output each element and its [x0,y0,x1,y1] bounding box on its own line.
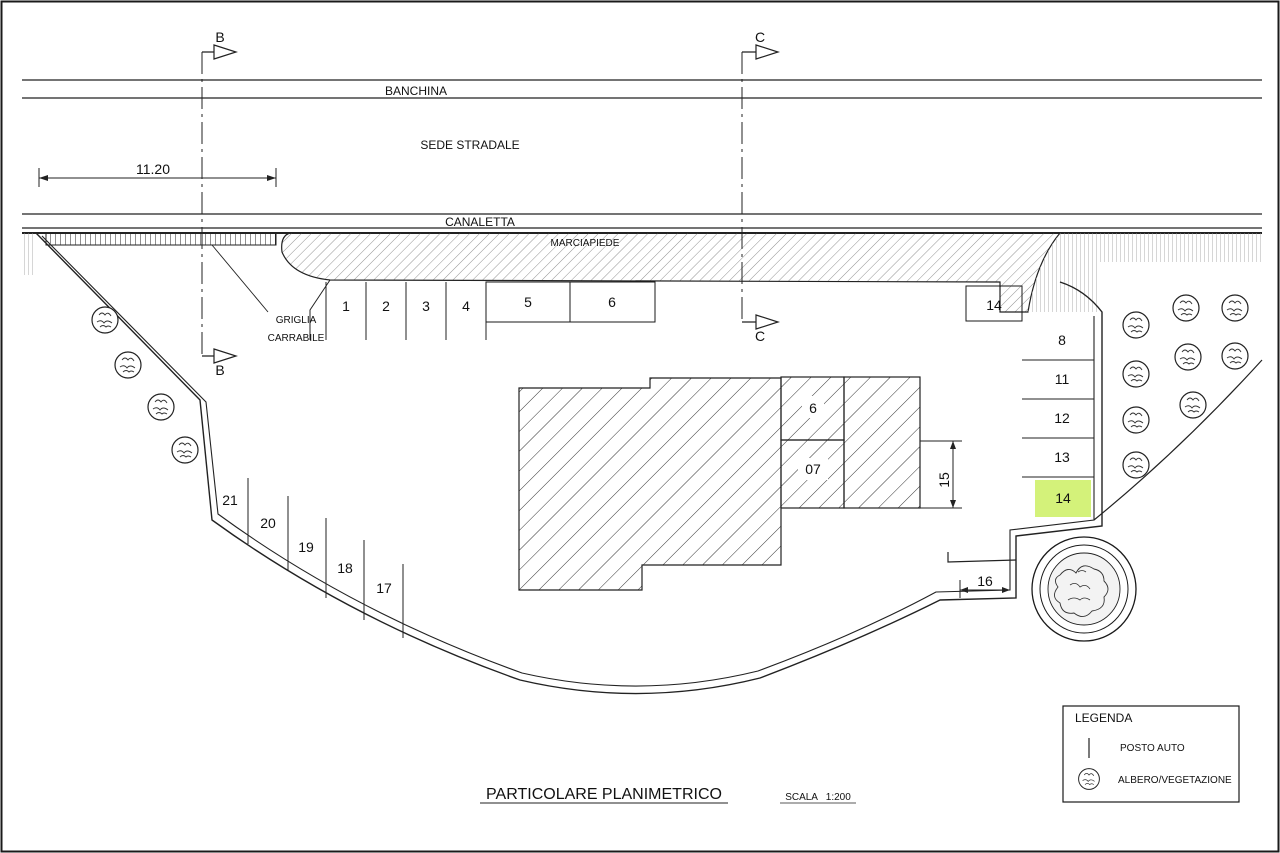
svg-text:16: 16 [977,573,993,589]
griglia-label: GRIGLIA [276,315,317,326]
stall-6: 6 [608,294,616,310]
stall-4: 4 [462,298,470,314]
stall-3: 3 [422,298,430,314]
left-strip [22,233,36,275]
unit-6: 6 [809,400,817,416]
legend: LEGENDA POSTO AUTO ALBERO/VEGETAZIONE [1062,705,1240,803]
marciapiede-label: MARCIAPIEDE [551,238,620,249]
stall-5: 5 [524,294,532,310]
canaletta-label: CANALETTA [445,215,515,229]
stall-19: 19 [298,539,314,555]
legend-tree-label: ALBERO/VEGETAZIONE [1118,775,1232,786]
roundabout-planter [1031,536,1137,642]
section-line-b [201,44,238,364]
drawing-title: PARTICOLARE PLANIMETRICO [486,786,722,803]
building [518,376,921,591]
section-b-top: B [215,29,224,45]
legend-parking-label: POSTO AUTO [1120,743,1185,754]
drive-over-grate [45,232,277,246]
svg-text:11.20: 11.20 [136,161,170,177]
stall-20: 20 [260,515,276,531]
top-parking-row [325,281,1023,340]
stall-14-top: 14 [986,297,1002,313]
stall-8: 8 [1058,332,1066,348]
banchina-label: BANCHINA [385,84,447,98]
sidewalk [281,232,1062,313]
stall-18: 18 [337,560,353,576]
carrabile-label: CARRABILE [268,333,325,344]
trees-left [91,306,199,464]
stall-11: 11 [1055,371,1070,387]
section-c-bottom: C [755,328,765,344]
svg-text:15: 15 [936,472,952,488]
sede-stradale-label: SEDE STRADALE [420,138,519,152]
stall-12: 12 [1054,410,1070,426]
stall-14-right: 14 [1055,490,1071,506]
right-green-boundary [1093,359,1263,521]
section-b-bottom: B [215,362,224,378]
drawing-scale: SCALA 1:200 [785,792,851,803]
trees-right [1122,294,1249,479]
tree-icon [1078,768,1100,790]
right-parking-column [1022,359,1094,517]
section-c-top: C [755,29,765,45]
section-line-c [741,44,780,330]
unit-07: 07 [805,461,821,477]
stall-2: 2 [382,298,390,314]
stall-21: 21 [222,492,238,508]
green-strip [1028,233,1262,312]
dimension-11-20: 11.20 [38,161,277,187]
dimension-16: 16 [959,573,1010,598]
stall-1: 1 [342,298,350,314]
site-boundary [35,232,1103,695]
left-parking-row [247,478,404,638]
stall-17: 17 [376,580,392,596]
highlighted-stall-14 [1035,480,1091,517]
dimension-15: 15 [920,440,962,509]
road [22,79,1262,234]
legend-heading: LEGENDA [1075,711,1132,725]
stall-13: 13 [1054,449,1070,465]
